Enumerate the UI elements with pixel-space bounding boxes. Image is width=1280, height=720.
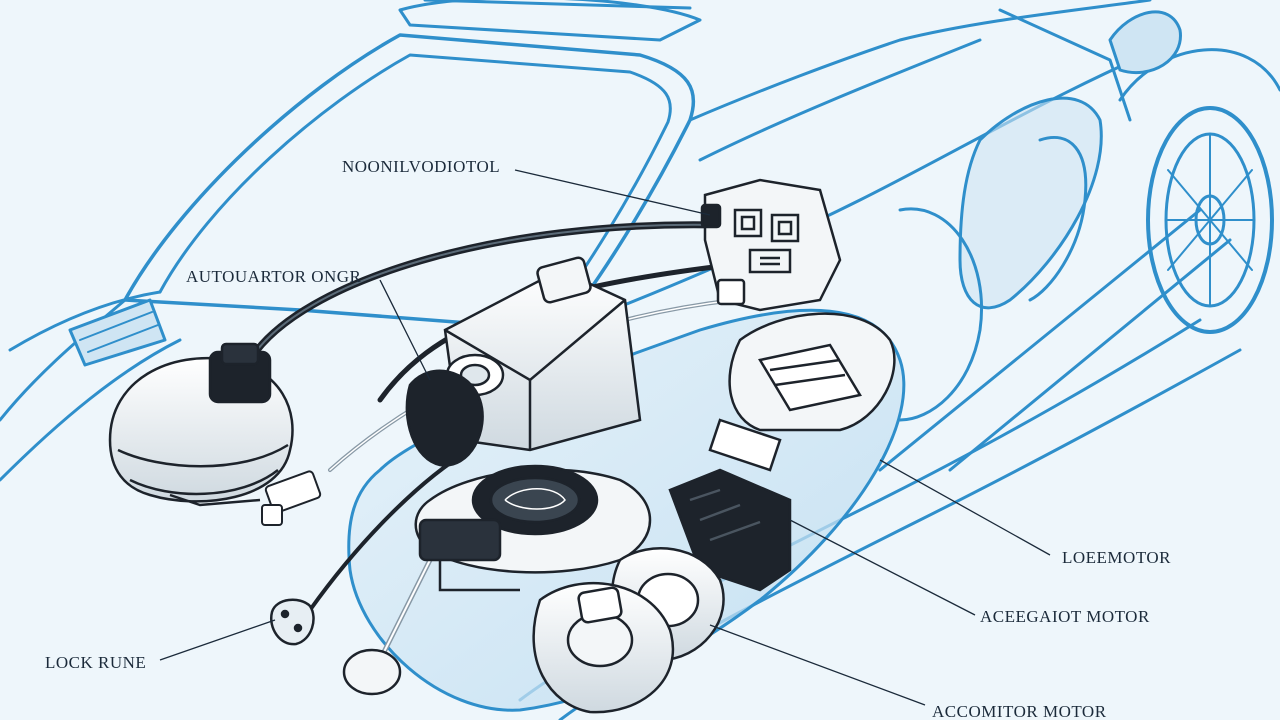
lock-latch-component [269, 598, 402, 696]
callout-label-actuator: AUTOUARTOR ONGR [186, 267, 362, 286]
actuator-housing [405, 256, 642, 467]
callout-label-accelerator-motor: ACEEGAIOT MOTOR [980, 607, 1150, 626]
callout-label-lock-rune: LOCK RUNE [45, 653, 147, 672]
accumulator-motor-component [532, 581, 675, 714]
master-cylinder-component [108, 342, 294, 507]
connector-plug [261, 470, 322, 526]
callout-label-lock-motor: LOEEMOTOR [1062, 548, 1172, 567]
lock-motor-component [708, 312, 896, 472]
callout-label-accumulator-motor: ACCOMITOR MOTOR [932, 702, 1107, 720]
accelerator-motor-component [610, 468, 792, 662]
callout-leader-lines [159, 169, 1051, 706]
control-module-component [700, 178, 842, 312]
gear-assembly-component [414, 464, 652, 592]
callout-label-top: NOONILVODIOTOL [342, 157, 501, 176]
